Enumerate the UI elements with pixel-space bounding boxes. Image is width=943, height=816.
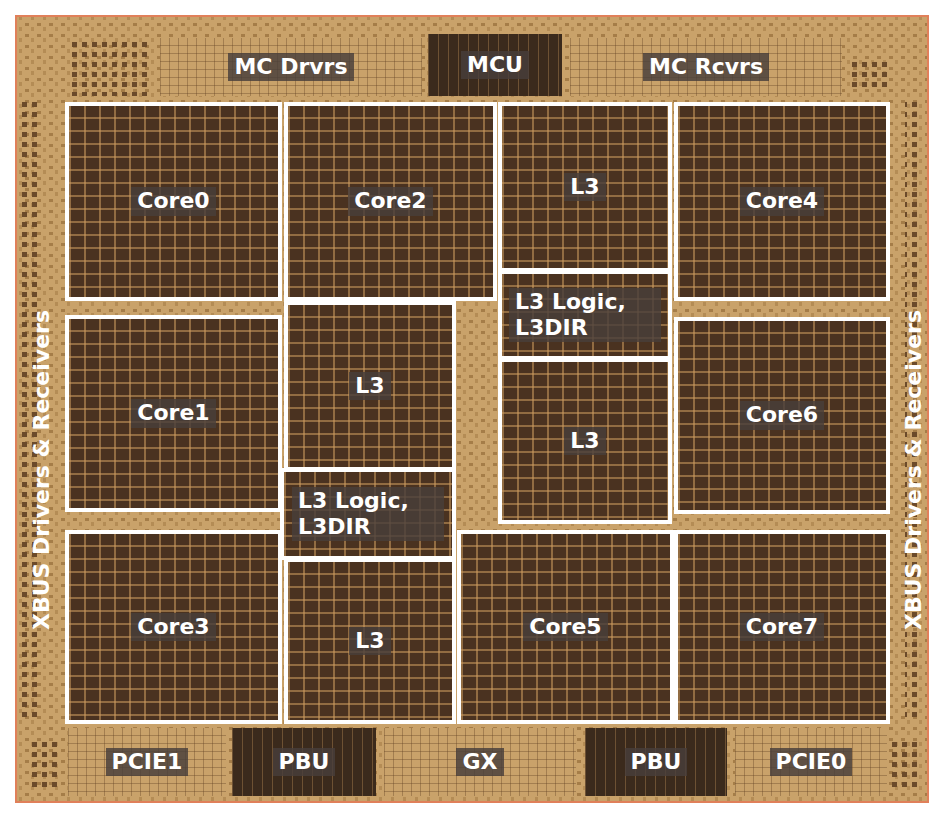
block-label: PBU <box>625 748 688 776</box>
block-label: Core3 <box>131 613 215 641</box>
block-label: Core0 <box>131 187 215 215</box>
die-block: PBU <box>585 728 727 796</box>
die-block: L3 <box>498 102 672 272</box>
pad-array <box>850 60 890 90</box>
block-label: MC Drvrs <box>228 53 353 81</box>
block-label: Core2 <box>348 187 432 215</box>
block-label: L3 <box>349 627 390 655</box>
block-label: L3 <box>349 372 390 400</box>
die-block: Core7 <box>674 530 890 724</box>
die-block: L3 Logic, L3DIR <box>280 468 456 560</box>
die-block: Core2 <box>284 102 497 301</box>
die-outline <box>16 16 928 802</box>
block-label: MCU <box>461 51 529 79</box>
die-block: PBU <box>232 728 376 796</box>
block-label: MC Rcvrs <box>643 53 769 81</box>
die-block: Core6 <box>674 317 890 514</box>
block-label: Core4 <box>740 187 824 215</box>
die-block: Core4 <box>674 102 890 301</box>
die-block: Core5 <box>457 530 674 724</box>
xbus-label: XBUS Drivers & Receivers <box>901 310 926 630</box>
block-label: Core5 <box>523 613 607 641</box>
die-block: Core1 <box>65 315 282 512</box>
die-block: L3 <box>498 358 672 524</box>
die-block: GX <box>384 728 576 796</box>
block-label: L3 Logic, L3DIR <box>292 487 444 542</box>
block-label: GX <box>456 748 503 776</box>
block-label: Core7 <box>740 613 824 641</box>
die-block: L3 Logic, L3DIR <box>498 270 672 360</box>
die-block: Core3 <box>65 530 282 724</box>
block-label: Core1 <box>131 399 215 427</box>
die-block: MC Drvrs <box>160 38 422 96</box>
die-block: PCIE1 <box>68 728 226 796</box>
block-label: PBU <box>273 748 336 776</box>
die-block: Core0 <box>65 102 282 301</box>
pad-array <box>30 740 60 790</box>
die-block: MC Rcvrs <box>570 38 842 96</box>
pad-array <box>892 740 922 790</box>
block-label: Core6 <box>740 401 824 429</box>
block-label: L3 <box>564 173 605 201</box>
block-label: L3 <box>564 427 605 455</box>
die-block: L3 <box>284 301 456 471</box>
pad-array <box>70 38 150 96</box>
block-label: PCIE1 <box>106 748 189 776</box>
die-block: MCU <box>428 34 562 96</box>
die-block: PCIE0 <box>735 728 887 796</box>
block-label: PCIE0 <box>770 748 853 776</box>
die-block: L3 <box>284 558 456 724</box>
block-label: L3 Logic, L3DIR <box>509 288 661 343</box>
xbus-label: XBUS Drivers & Receivers <box>29 310 54 630</box>
